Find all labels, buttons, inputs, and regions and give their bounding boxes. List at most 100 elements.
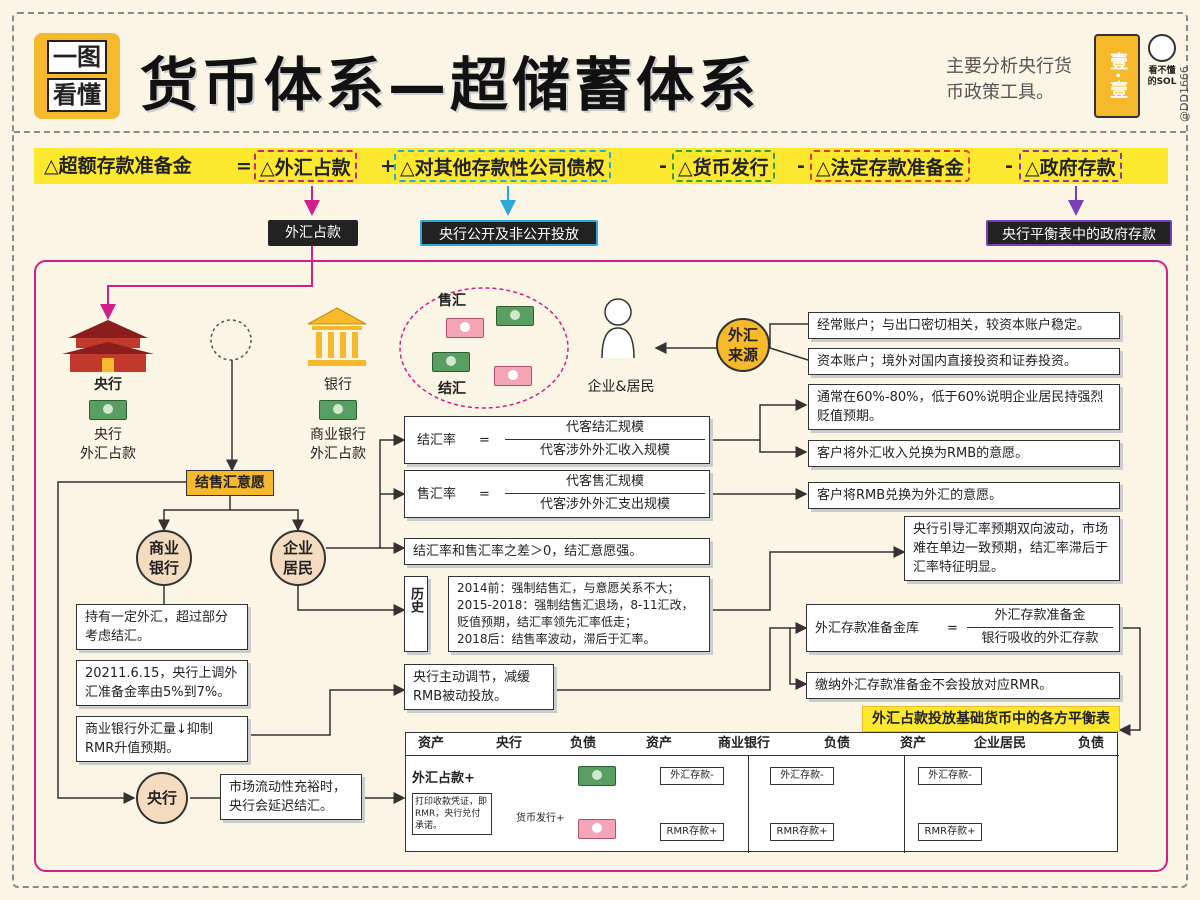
settle-rate-numerator: 代客结汇规模 [565,420,644,435]
usual-range-box: 通常在60%-80%，低于60%说明企业居民持强烈贬值预期。 [808,384,1120,430]
equation-bar [34,148,1168,184]
current-account-box: 经常账户；与出口密切相关，较资本账户稳定。 [808,312,1120,339]
dollar-icon [578,766,616,786]
settle-rate-fraction: 代客结汇规模 代客涉外外汇收入规模 [505,419,705,460]
person-icon [601,298,635,359]
central-bank-label: 央行 [94,377,122,393]
eq-term-gov: △政府存款 [1019,150,1122,182]
balance-sheet-table: 资产 央行 负债 资产 商业银行 负债 资产 企业居民 负债 外汇占款+ 打印收… [405,732,1119,853]
eq-lhs: △超额存款准备金 [44,155,192,177]
fx-deposit-enterprise: 外汇存款- [918,767,982,785]
diff-box: 结汇率和售汇率之差＞0，结汇意愿强。 [404,538,710,565]
eq-minus-2: - [797,155,805,177]
currency-issue-cell: 货币发行+ [516,813,565,824]
dollar-icon [496,306,534,326]
author-handle: @DD1666 [1178,66,1191,122]
brand-name: 看不懂的SOL [1147,66,1177,87]
dollar-icon [89,400,127,420]
reserve-box: 外汇存款准备金库 = 外汇存款准备金 银行吸收的外汇存款 [806,604,1120,652]
th-liability-3: 负债 [1078,736,1105,751]
cb-active-box: 央行主动调节，减缓RMB被动投放。 [404,664,554,710]
dollar-icon [432,352,470,372]
bank-label: 银行 [324,377,352,393]
eq-term-claims: △对其他存款性公司债权 [394,150,611,182]
bank-icon [307,307,367,366]
sell-rate-numerator: 代客售汇规模 [565,474,644,489]
fx-deposit-bank: 外汇存款- [660,767,724,785]
th-liability-2: 负债 [824,736,851,751]
th-commercial-bank: 商业银行 [718,736,771,751]
tag-gov: 央行平衡表中的政府存款 [986,220,1172,246]
page-subtitle: 主要分析央行货币政策工具。 [946,56,1072,103]
series-stamp: 壹·壹 [1094,34,1140,118]
th-enterprise: 企业居民 [974,736,1027,751]
history-label: 历史 [404,576,428,652]
tag-fx: 外汇占款 [268,220,358,246]
reserve-denominator: 银行吸收的外汇存款 [981,631,1099,646]
reserve-label: 外汇存款准备金库 [815,621,920,636]
page-frame [12,12,1188,888]
th-central-bank: 央行 [496,736,523,751]
sell-rate-label: 售汇率 [417,487,457,502]
rmb-deposit-mid: RMR存款+ [770,823,834,841]
rmb-icon [578,819,616,839]
reserve-fraction: 外汇存款准备金 银行吸收的外汇存款 [967,607,1113,648]
rmb-icon [494,366,532,386]
rmb-icon [446,318,484,338]
rmb-deposit-enterprise: RMR存款+ [918,823,982,841]
enterprise-label: 企业&居民 [587,379,655,395]
main-panel [34,260,1168,872]
reserve-numerator: 外汇存款准备金 [994,608,1086,623]
eq-term-issue: △货币发行 [672,150,775,182]
settle-meaning-box: 客户将外汇收入兑换为RMB的意愿。 [808,440,1120,467]
eq-term-fx: △外汇占款 [254,150,357,182]
raise-rate-box: 20211.6.15，央行上调外汇准备金率由5%到7%。 [76,660,248,706]
settle-willingness-node: 结售汇意愿 [186,470,274,496]
balance-sheet-title: 外汇占款投放基础货币中的各方平衡表 [862,706,1120,732]
eq-plus: + [380,155,396,177]
enterprise-resident-node: 企业 居民 [270,530,326,586]
settle-fx-label: 结汇 [438,381,466,397]
avatar [1148,34,1176,62]
logo: 一图 看懂 [34,33,120,119]
eq-equals: = [236,155,252,177]
th-asset-1: 资产 [418,736,445,751]
fx-source-node: 外汇 来源 [716,318,770,372]
sell-rate-fraction: 代客售汇规模 代客涉外外汇支出规模 [505,473,705,514]
settle-rate-denominator: 代客涉外外汇收入规模 [539,443,670,458]
cb-guide-box: 央行引导汇率预期双向波动，市场难在单边一致预期，结汇率滞后于汇率特征明显。 [904,516,1120,581]
th-asset-3: 资产 [900,736,927,751]
settle-rate-box: 结汇率 = 代客结汇规模 代客涉外外汇收入规模 [404,416,710,464]
suppress-box: 商业银行外汇量↓抑制RMR升值预期。 [76,716,248,762]
fx-asset-cell: 外汇占款+ [412,771,475,786]
th-liability-1: 负债 [570,736,597,751]
history-box: 2014前：强制结售汇，与意愿关系不大； 2015-2018：强制结售汇退场，8… [448,576,710,652]
th-asset-2: 资产 [646,736,673,751]
palace-icon [62,320,154,372]
dollar-icon [319,400,357,420]
eq-minus-3: - [1005,155,1013,177]
sell-fx-label: 售汇 [438,293,466,309]
commercial-bank-node: 商业 银行 [136,530,192,586]
page-title: 货币体系—超储蓄体系 [140,51,761,119]
eq-term-reserve: △法定存款准备金 [810,150,970,182]
print-note-cell: 打印收款凭证，即RMR，央行兑付承诺。 [412,793,492,835]
sell-rate-denominator: 代客涉外外汇支出规模 [539,497,670,512]
sell-meaning-box: 客户将RMB兑换为外汇的意愿。 [808,482,1120,509]
hold-fx-box: 持有一定外汇，超过部分考虑结汇。 [76,604,248,650]
fx-deposit-mid: 外汇存款- [770,767,834,785]
central-bank-fx-label: 央行 外汇占款 [80,427,136,462]
sell-rate-box: 售汇率 = 代客售汇规模 代客涉外外汇支出规模 [404,470,710,518]
bank-fx-label: 商业银行 外汇占款 [310,427,366,462]
logo-line1: 一图 [47,40,107,74]
liquidity-box: 市场流动性充裕时，央行会延迟结汇。 [220,774,362,820]
eq-minus-1: - [659,155,667,177]
logo-line2: 看懂 [47,78,107,112]
capital-account-box: 资本账户；境外对国内直接投资和证券投资。 [808,348,1120,375]
header-separator [14,131,1186,133]
rmb-deposit-bank: RMR存款+ [660,823,724,841]
tag-cb-invest: 央行公开及非公开投放 [420,220,598,246]
central-bank-node: 央行 [136,772,188,824]
settle-rate-label: 结汇率 [417,433,457,448]
reserve-note-box: 缴纳外汇存款准备金不会投放对应RMR。 [806,672,1120,699]
